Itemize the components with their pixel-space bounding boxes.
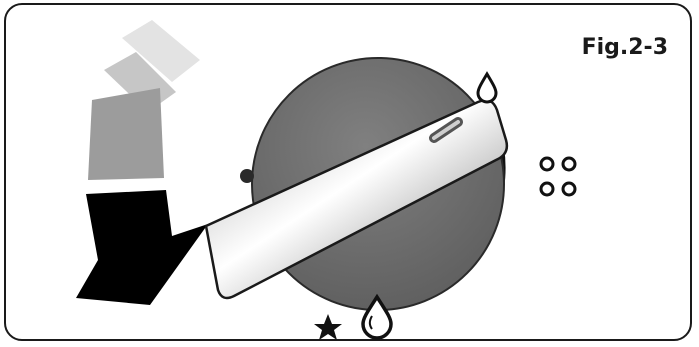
water-drop-small-icon — [476, 71, 498, 104]
rotation-direction-arrow — [76, 20, 208, 305]
dot-indicator-icon — [240, 169, 254, 183]
four-dots-icon — [539, 156, 577, 197]
figure-label: Fig.2-3 — [581, 35, 668, 60]
arrow-band-medium — [88, 88, 164, 180]
arrow-head — [76, 190, 208, 305]
star-icon — [314, 314, 342, 340]
arrow-band-lightest — [122, 20, 200, 82]
water-drop-large-icon — [361, 293, 393, 340]
